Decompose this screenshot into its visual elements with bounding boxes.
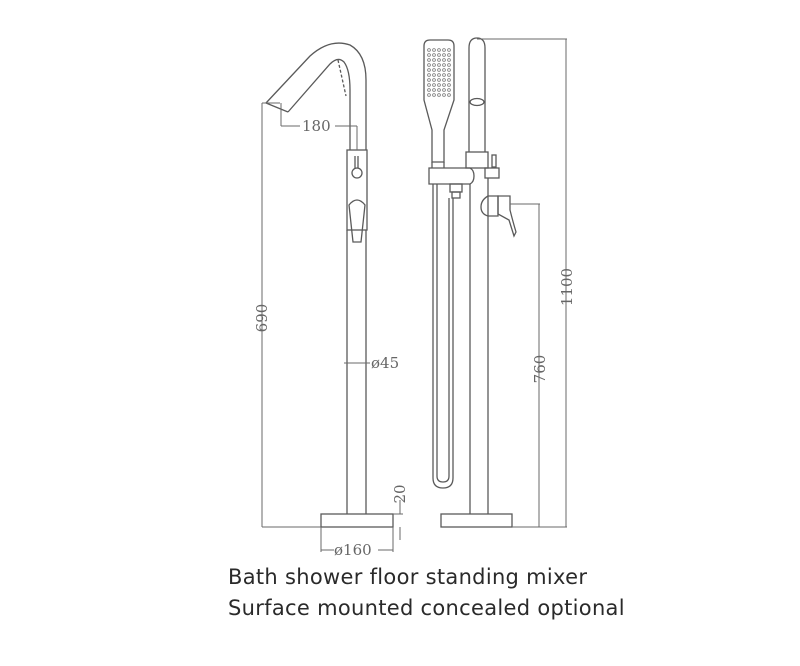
dim-pipe-diameter: ø45 xyxy=(371,354,399,372)
caption-product-name: Bath shower floor standing mixer xyxy=(228,565,588,589)
right-view-mixer xyxy=(423,37,517,528)
left-view-dimensions xyxy=(261,102,403,552)
right-view-dimensions xyxy=(477,38,567,528)
left-view-mixer xyxy=(265,42,394,528)
dim-spout-reach: 180 xyxy=(302,117,331,135)
dim-handle-height-760: 760 xyxy=(531,355,549,384)
shower-nozzle-grid xyxy=(427,48,451,97)
dim-total-height-1100: 1100 xyxy=(558,268,576,306)
dim-base-diameter: ø160 xyxy=(334,541,372,559)
dim-base-thickness: 20 xyxy=(391,484,409,503)
caption-mounting-note: Surface mounted concealed optional xyxy=(228,596,625,620)
dim-height-690: 690 xyxy=(253,304,271,333)
